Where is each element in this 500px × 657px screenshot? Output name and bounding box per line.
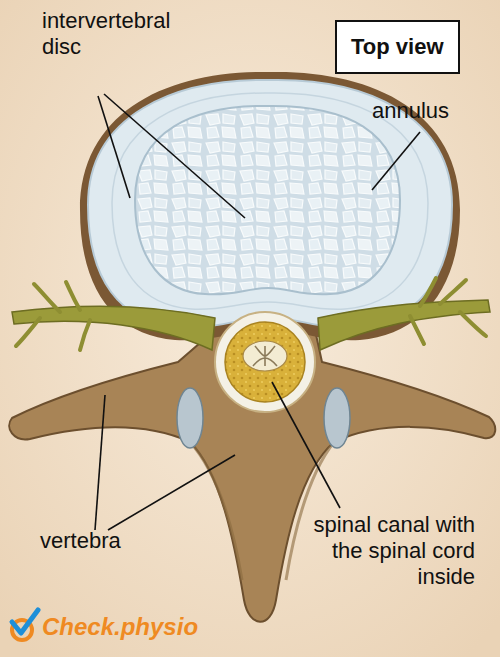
view-title: Top view (351, 34, 444, 60)
logo-icon (12, 610, 38, 640)
part-label: intervertebral disc (42, 8, 207, 60)
view-box: Top view (335, 20, 460, 74)
part-label: spinal canal with the spinal cord inside (313, 512, 475, 590)
part-label: vertebra (40, 528, 170, 554)
leader-line (95, 94, 420, 530)
part-label: annulus (372, 98, 482, 124)
watermark: Check.physio (42, 614, 242, 640)
